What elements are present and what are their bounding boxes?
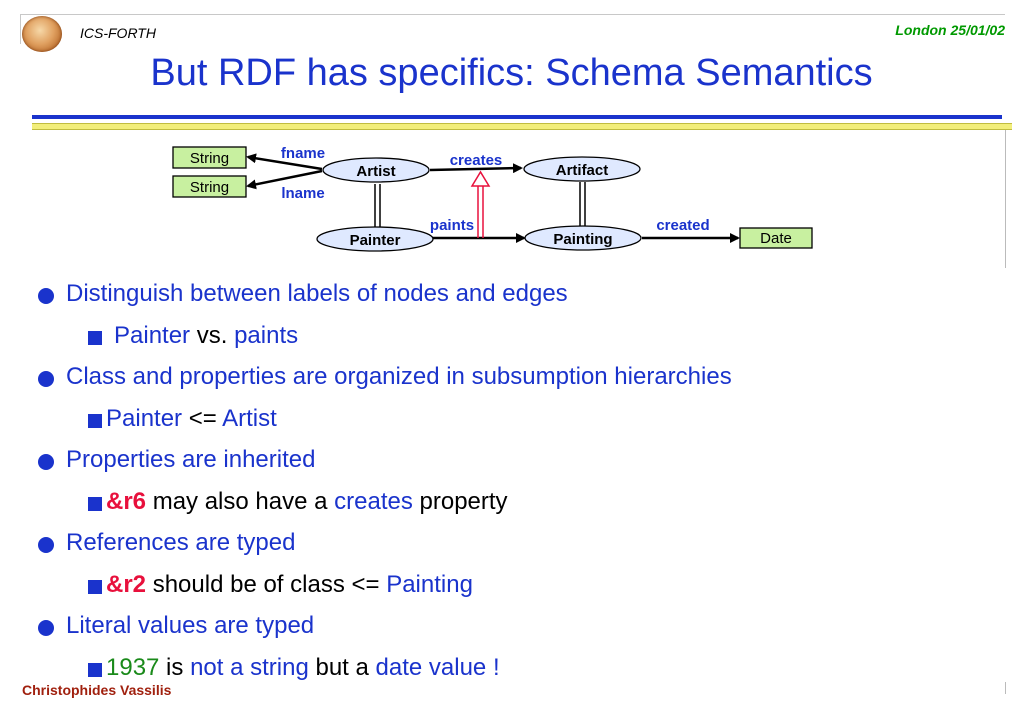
svg-text:String: String [190,179,229,196]
class-node-artist: Artist [322,157,430,183]
bullet-dot-icon [38,537,54,553]
bullet-square-icon [88,579,102,594]
sub-bullet-item: 1937 is not a string but a date value ! [38,652,998,694]
literal-node-string-2: String [172,175,247,198]
literal-node-string-1: String [172,146,247,169]
bullet-square-icon [88,496,102,511]
edge-label-paints: paints [430,217,474,234]
bullet-item: Literal values are typed [38,610,998,652]
rdf-schema-diagram: String String Date Artist Artifact Paint… [172,145,813,252]
bullet-square-icon [88,662,102,677]
bullet-item: References are typed [38,527,998,569]
bullet-dot-icon [38,371,54,387]
edge-fname [246,153,323,171]
slide-date: London 25/01/02 [895,22,1005,38]
subproperty-arrow-paints-creates [470,170,491,238]
bullet-square-icon [88,413,102,428]
class-node-painting: Painting [524,225,642,251]
title-rule-yellow [32,123,1012,130]
bullet-square-icon [88,330,102,345]
bullet-dot-icon [38,454,54,470]
edge-label-creates: creates [450,152,503,169]
literal-node-date: Date [739,227,813,249]
sub-bullet-item: Painter vs. paints [38,320,998,362]
edge-lname [246,169,323,190]
bullet-item: Distinguish between labels of nodes and … [38,278,998,320]
bullet-item: Properties are inherited [38,444,998,486]
subclass-arrow-painting-artifact [579,182,586,228]
svg-text:Painting: Painting [553,231,612,248]
bullet-list: Distinguish between labels of nodes and … [38,278,998,693]
svg-text:Artist: Artist [356,163,395,180]
slide-frame-top [20,14,1005,15]
svg-text:Painter: Painter [350,232,401,249]
sub-bullet-item: &r2 should be of class <= Painting [38,569,998,611]
org-name: ICS-FORTH [80,25,156,41]
svg-text:Date: Date [760,230,792,247]
edge-creates [429,163,523,174]
sub-bullet-item: Painter <= Artist [38,403,998,445]
bullet-dot-icon [38,620,54,636]
slide-frame-left [20,14,21,44]
ics-forth-logo-icon [22,16,62,52]
footer-author: Christophides Vassilis [22,682,172,698]
slide-frame-right-bottom [1005,682,1006,694]
class-node-artifact: Artifact [523,156,641,182]
edge-label-created: created [656,217,709,234]
bullet-item: Class and properties are organized in su… [38,361,998,403]
bullet-dot-icon [38,288,54,304]
title-rule-blue [32,115,1002,119]
slide-frame-right [1005,125,1006,268]
svg-text:String: String [190,150,229,167]
edge-label-lname: lname [281,185,324,202]
slide-title: But RDF has specifics: Schema Semantics [150,52,873,94]
class-node-painter: Painter [316,226,434,252]
subclass-arrow-painter-artist [374,184,381,228]
sub-bullet-item: &r6 may also have a creates property [38,486,998,528]
svg-text:Artifact: Artifact [556,162,609,179]
edge-label-fname: fname [281,145,325,162]
